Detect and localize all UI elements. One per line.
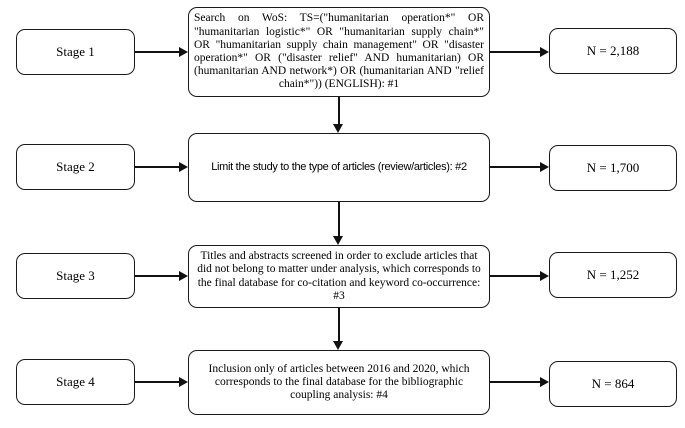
result-2-label: N = 1,700 xyxy=(586,160,640,175)
arrow-right-icon xyxy=(179,376,188,387)
arrow-right-icon xyxy=(540,46,549,57)
result-4-box: N = 864 xyxy=(549,361,677,407)
connector-step3-to-result3 xyxy=(490,275,541,277)
stage-1-box: Stage 1 xyxy=(16,29,135,75)
arrow-right-icon xyxy=(179,161,188,172)
connector-stage4-to-step4 xyxy=(135,381,180,383)
step-1-description: Search on WoS: TS=("humanitarian operati… xyxy=(194,12,484,91)
stage-4-label: Stage 4 xyxy=(56,374,95,389)
result-3-label: N = 1,252 xyxy=(586,267,640,282)
connector-step1-to-result1 xyxy=(490,51,541,53)
result-1-box: N = 2,188 xyxy=(549,28,677,74)
connector-step4-to-result4 xyxy=(490,381,541,383)
connector-stage2-to-step2 xyxy=(135,166,180,168)
connector-step2-to-result2 xyxy=(490,166,541,168)
step-1-box: Search on WoS: TS=("humanitarian operati… xyxy=(188,7,490,97)
stage-4-box: Stage 4 xyxy=(16,359,135,405)
arrow-right-icon xyxy=(179,270,188,281)
arrow-down-icon xyxy=(333,341,343,350)
stage-3-label: Stage 3 xyxy=(56,268,95,283)
arrow-down-icon xyxy=(333,124,343,133)
arrow-right-icon xyxy=(540,161,549,172)
step-4-box: Inclusion only of articles between 2016 … xyxy=(188,350,490,415)
stage-1-label: Stage 1 xyxy=(56,44,95,59)
connector-step1-to-step2 xyxy=(337,97,340,125)
connector-stage1-to-step1 xyxy=(135,51,180,53)
step-4-description: Inclusion only of articles between 2016 … xyxy=(208,362,470,402)
step-3-description: Titles and abstracts screened in order t… xyxy=(197,250,481,302)
stage-3-box: Stage 3 xyxy=(16,253,135,299)
arrow-right-icon xyxy=(540,376,549,387)
stage-2-box: Stage 2 xyxy=(16,144,135,190)
result-1-label: N = 2,188 xyxy=(586,43,640,58)
connector-stage3-to-step3 xyxy=(135,275,180,277)
arrow-right-icon xyxy=(540,270,549,281)
result-4-label: N = 864 xyxy=(591,376,635,391)
step-2-description: Limit the study to the type of articles … xyxy=(211,160,467,173)
connector-step2-to-step3 xyxy=(337,202,340,237)
connector-step3-to-step4 xyxy=(337,308,340,342)
step-2-box: Limit the study to the type of articles … xyxy=(188,133,490,202)
result-2-box: N = 1,700 xyxy=(549,145,677,191)
result-3-box: N = 1,252 xyxy=(549,252,677,298)
step-3-box: Titles and abstracts screened in order t… xyxy=(188,245,490,308)
arrow-right-icon xyxy=(179,46,188,57)
stage-2-label: Stage 2 xyxy=(56,159,95,174)
arrow-down-icon xyxy=(333,236,343,245)
